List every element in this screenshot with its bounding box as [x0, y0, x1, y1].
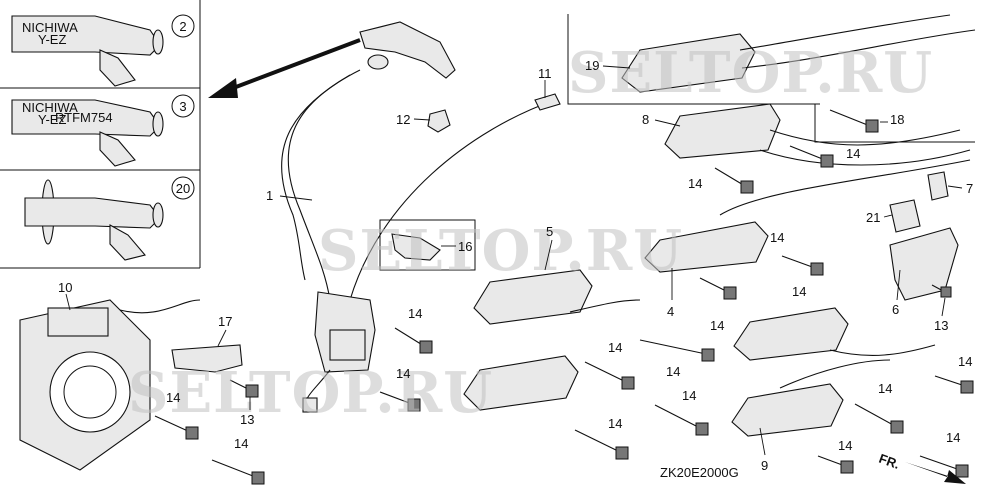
bolt-14-g	[639, 339, 715, 362]
plug-cap-2: NICHIWA Y-EZ 2	[11, 14, 195, 87]
callout-4: 4	[667, 304, 674, 319]
bolt-14-b	[714, 167, 754, 194]
callout-14-g: 14	[608, 340, 622, 355]
callout-14-q: 14	[770, 230, 784, 245]
front-arrow: FR.	[877, 451, 966, 484]
callout-13-b: 13	[934, 318, 948, 333]
ref-2-label: 2	[179, 19, 186, 34]
bolt-14-a	[789, 145, 834, 168]
callout-12: 12	[396, 112, 410, 127]
callout-14-h: 14	[666, 364, 680, 379]
callout-19: 19	[585, 58, 599, 73]
callouts: 1 4 5 6 7 8 9 10 11 12 13 13 14 14	[58, 58, 973, 473]
coil-4	[644, 221, 769, 273]
spark-plug-cap-inset: NICHIWA Y-EZ 2 NICHIWA Y-EZ RTFM754 3 20	[0, 0, 201, 269]
callout-14-j: 14	[608, 416, 622, 431]
bolt-14-o	[817, 455, 854, 474]
callout-5: 5	[546, 224, 553, 239]
bolt-13-a	[229, 379, 259, 398]
callout-14-o: 14	[838, 438, 852, 453]
bolt-14-m	[934, 375, 974, 394]
inset-box-19	[567, 14, 820, 105]
callout-14-l: 14	[234, 436, 248, 451]
callout-13-a: 13	[240, 412, 254, 427]
callout-14-c: 14	[792, 284, 806, 299]
callout-6: 6	[892, 302, 899, 317]
cap3-code: RTFM754	[55, 110, 113, 125]
coil-9	[731, 383, 844, 437]
callout-14-i: 14	[682, 388, 696, 403]
bolt-13-b	[931, 284, 952, 298]
callout-14-b: 14	[688, 176, 702, 191]
ref-20-label: 20	[176, 181, 190, 196]
cap3-brand: NICHIWA	[22, 100, 78, 115]
callout-14-a: 14	[846, 146, 860, 161]
callout-9: 9	[761, 458, 768, 473]
bolt-14-c	[781, 255, 824, 276]
coil-8	[664, 103, 781, 159]
ref-circle-20	[171, 176, 195, 200]
plug-cap-3: NICHIWA Y-EZ RTFM754 3	[11, 94, 195, 167]
cap3-model: Y-EZ	[38, 112, 66, 127]
grommet-16-inset	[379, 219, 476, 271]
bolt-14-e	[394, 327, 433, 354]
callout-14-n: 14	[878, 381, 892, 396]
connector-11	[534, 93, 561, 111]
exciter-coil-10	[19, 299, 201, 471]
ref-3-label: 3	[179, 99, 186, 114]
callout-14-k: 14	[166, 390, 180, 405]
coil-lower-left	[463, 355, 579, 411]
ignition-coil	[302, 291, 376, 413]
callout-10: 10	[58, 280, 72, 295]
callout-14-p: 14	[946, 430, 960, 445]
callout-17: 17	[218, 314, 232, 329]
grommet-7	[927, 171, 949, 201]
cap2-model: Y-EZ	[38, 32, 66, 47]
cap2-brand: NICHIWA	[22, 20, 78, 35]
callout-14-f: 14	[396, 366, 410, 381]
bolt-14-l	[211, 459, 265, 485]
callout-11: 11	[538, 66, 552, 81]
watermark-3: SELTOP.RU	[128, 360, 493, 426]
callout-21: 21	[866, 210, 880, 225]
direction-arrow	[208, 38, 361, 98]
grommet-21	[889, 199, 921, 233]
coil-5	[473, 269, 593, 325]
coil-right-upper	[733, 307, 849, 361]
spark-plug-cap	[281, 21, 556, 301]
bracket-17	[171, 344, 243, 373]
callout-16: 16	[458, 239, 472, 254]
bolt-14-f	[379, 391, 421, 412]
bolt-14-h	[584, 361, 635, 390]
callout-14-d: 14	[710, 318, 724, 333]
diagram-code: ZK20E2000G	[660, 465, 739, 480]
bolt-18	[829, 109, 879, 133]
callout-1: 1	[266, 188, 273, 203]
ref-circle-3	[171, 94, 195, 118]
bolt-14-j	[574, 429, 629, 460]
plug-cap-20: 20	[24, 176, 195, 261]
bolt-14-n	[854, 403, 904, 434]
bolts	[154, 109, 974, 485]
callout-7: 7	[966, 181, 973, 196]
callout-14-m: 14	[958, 354, 972, 369]
inset-box-18	[814, 104, 975, 143]
bolt-14-p	[919, 455, 969, 478]
front-marker-label: FR.	[877, 451, 902, 472]
callout-8: 8	[642, 112, 649, 127]
bolt-14-k	[154, 415, 199, 440]
bolt-14-i	[654, 404, 709, 436]
clamp-12	[427, 109, 451, 133]
watermark-1: SELTOP.RU	[568, 40, 933, 106]
watermark-2: SELTOP.RU	[318, 218, 683, 284]
callout-14-e: 14	[408, 306, 422, 321]
charge-coils	[463, 14, 976, 437]
callout-18: 18	[890, 112, 904, 127]
bolt-14-d	[699, 277, 737, 300]
coil-19	[621, 33, 756, 93]
ref-circle-2	[171, 14, 195, 38]
